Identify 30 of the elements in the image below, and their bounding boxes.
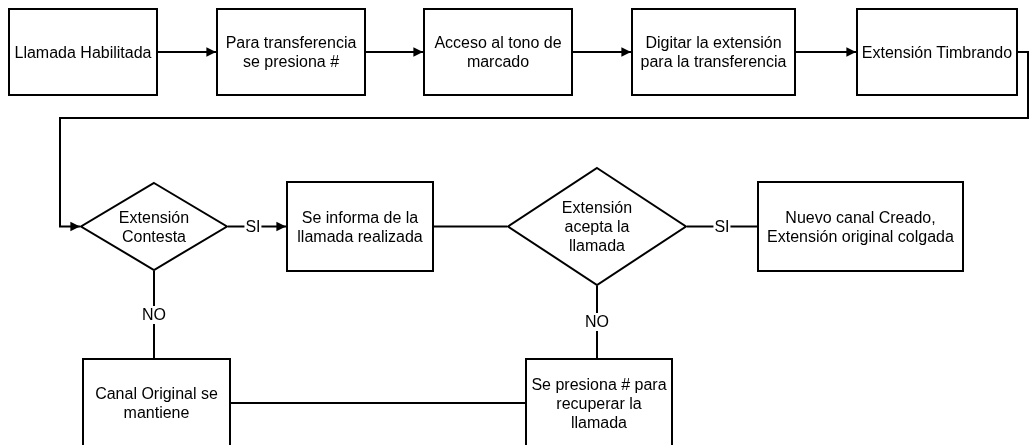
node-text: Extensión acepta la llamada	[560, 198, 634, 255]
decision-diamond	[507, 167, 687, 286]
process-box	[631, 8, 796, 96]
node-text: Llamada Habilitada	[14, 42, 152, 62]
node-text: Canal Original se mantiene	[94, 384, 219, 422]
edge-label: NO	[584, 313, 610, 331]
node-text: Nuevo canal Creado, Extensión original colgada	[766, 207, 955, 246]
node-text: Extensión Timbrando	[861, 42, 1013, 62]
connector-line	[59, 51, 1029, 232]
process-box	[856, 8, 1018, 96]
connector-line	[365, 47, 424, 57]
process-box	[286, 181, 434, 272]
node-text: Acceso al tono de marcado	[433, 33, 563, 71]
process-box	[423, 8, 573, 96]
connector-line	[572, 47, 632, 57]
node-text: Para transferencia se presiona #	[224, 33, 358, 71]
node-text: Se presiona # para recuperar la llamada	[530, 374, 668, 432]
process-box	[757, 181, 964, 272]
process-box	[8, 8, 158, 96]
process-box	[216, 8, 366, 96]
process-box	[525, 358, 673, 445]
connector-line	[157, 47, 217, 57]
connector-line	[795, 47, 857, 57]
node-text: Se informa de la llamada realizada	[296, 207, 424, 246]
process-box	[82, 358, 231, 445]
connector-line	[433, 225, 508, 228]
node-text: Digitar la extensión para la transferencia	[639, 33, 788, 71]
decision-diamond	[80, 182, 228, 271]
edge-label: NO	[141, 305, 167, 324]
node-text: Extensión Contesta	[117, 207, 191, 246]
